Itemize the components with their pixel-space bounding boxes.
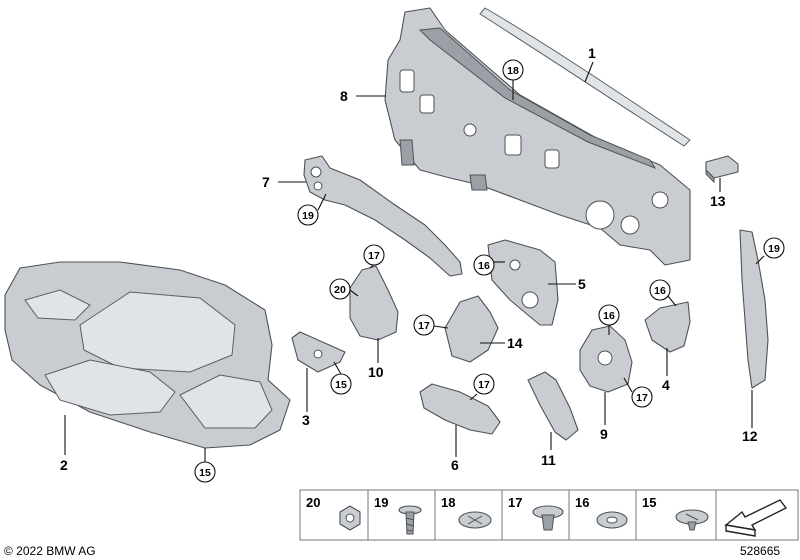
circle-17-bracket14: 17 xyxy=(413,314,449,336)
svg-text:15: 15 xyxy=(199,467,211,479)
svg-text:20: 20 xyxy=(334,284,346,296)
svg-text:15: 15 xyxy=(335,379,347,391)
svg-text:19: 19 xyxy=(302,210,314,222)
leader-lines xyxy=(64,61,753,457)
callout-9: 9 xyxy=(600,426,608,442)
callout-labels: 1 2 3 4 5 6 7 8 9 10 11 12 13 14 xyxy=(60,45,758,473)
part-12-side-insulation xyxy=(739,229,769,389)
svg-text:16: 16 xyxy=(603,310,615,322)
svg-text:18: 18 xyxy=(507,65,519,77)
circle-20: 20 xyxy=(329,278,359,300)
callout-2: 2 xyxy=(60,457,68,473)
part-1-seal-strip xyxy=(479,7,691,147)
callout-3: 3 xyxy=(302,412,310,428)
callout-11: 11 xyxy=(541,452,556,468)
circle-19-side: 19 xyxy=(755,237,785,265)
svg-text:17: 17 xyxy=(636,392,648,404)
part-7-strut-insulation xyxy=(303,155,463,277)
svg-text:17: 17 xyxy=(368,250,380,262)
rivet-icon xyxy=(532,505,564,531)
legend-label-16: 16 xyxy=(575,495,589,510)
copyright: © 2022 BMW AG xyxy=(4,544,96,558)
part-13-block xyxy=(705,155,739,184)
part-3-triangle-pad xyxy=(291,331,346,373)
svg-text:16: 16 xyxy=(478,260,490,272)
svg-text:17: 17 xyxy=(478,379,490,391)
washer-icon xyxy=(596,511,628,529)
legend-label-17: 17 xyxy=(508,495,522,510)
circle-15-pad2: 15 xyxy=(194,448,216,483)
callout-1: 1 xyxy=(588,45,596,61)
svg-text:17: 17 xyxy=(418,320,430,332)
callout-12: 12 xyxy=(742,428,758,444)
part-4-bracket xyxy=(644,301,691,353)
part-2-underbody-pad xyxy=(4,261,291,449)
circle-17-bracket10: 17 xyxy=(363,244,385,269)
legend-label-15: 15 xyxy=(642,495,656,510)
legend-label-18: 18 xyxy=(441,495,455,510)
part-11-wedge xyxy=(527,371,579,441)
part-14-bracket xyxy=(444,295,499,363)
callout-5: 5 xyxy=(578,276,586,292)
circle-16-mount: 16 xyxy=(598,304,620,335)
part-6-curved-pad xyxy=(419,383,501,435)
circle-labels: 18 19 17 20 16 17 16 xyxy=(194,59,785,483)
callout-14: 14 xyxy=(507,335,523,351)
diagram-id: 528665 xyxy=(740,544,780,558)
callout-13: 13 xyxy=(710,193,726,209)
circle-16-bracket4: 16 xyxy=(649,279,677,307)
part-8-bulkhead xyxy=(384,7,691,266)
part-10-bracket xyxy=(349,265,399,341)
callout-7: 7 xyxy=(262,174,270,190)
plug-icon xyxy=(675,509,709,531)
nut-icon xyxy=(339,505,361,531)
legend-label-20: 20 xyxy=(306,495,320,510)
fastener-legend: 20 19 18 17 16 15 xyxy=(299,489,799,541)
circle-19-strut: 19 xyxy=(297,193,327,226)
circle-17-mount: 17 xyxy=(623,377,653,408)
svg-text:16: 16 xyxy=(654,285,666,297)
screw-icon xyxy=(398,505,422,535)
callout-4: 4 xyxy=(662,377,670,393)
circle-17-pad6: 17 xyxy=(469,373,495,401)
legend-label-19: 19 xyxy=(374,495,388,510)
circle-16-plate: 16 xyxy=(473,254,505,276)
callout-8: 8 xyxy=(340,88,348,104)
arrow-icon xyxy=(724,499,788,537)
callout-10: 10 xyxy=(368,364,384,380)
svg-text:19: 19 xyxy=(768,243,780,255)
part-5-plate xyxy=(487,239,559,326)
clip-icon xyxy=(458,511,492,529)
part-9-mount xyxy=(579,325,633,393)
callout-6: 6 xyxy=(451,457,459,473)
circle-18: 18 xyxy=(502,59,524,100)
circle-15-triangle: 15 xyxy=(330,361,352,395)
